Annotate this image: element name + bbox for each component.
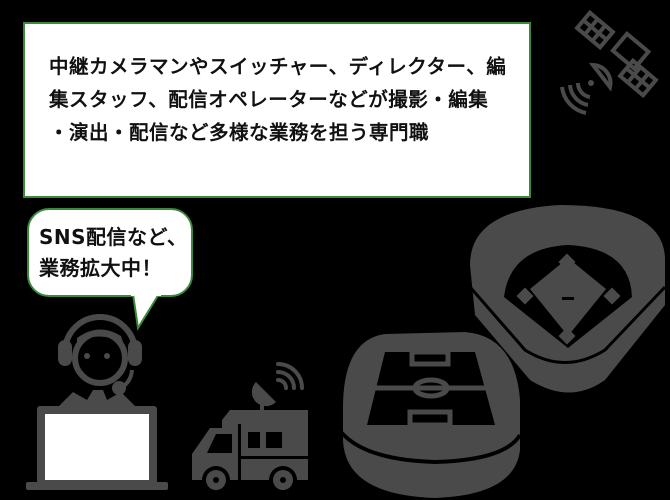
soccer-stadium-icon [339, 332, 522, 498]
bubble-line-2: 業務拡大中！ [39, 256, 162, 280]
broadcast-van-icon [192, 362, 308, 494]
info-line-3: ・演出・配信など多様な業務を担う専門職 [49, 121, 430, 144]
info-text: 中継カメラマンやスイッチャー、ディレクター、編 集スタッフ、配信オペレーターなど… [49, 50, 519, 149]
satellite-icon [560, 9, 659, 115]
speech-bubble: SNS配信など、 業務拡大中！ [27, 208, 193, 297]
info-line-2: 集スタッフ、配信オペレーターなどが撮影・編集 [49, 88, 489, 111]
headset-operator-icon [57, 314, 142, 408]
bubble-line-1: SNS配信など、 [39, 225, 188, 249]
info-box: 中継カメラマンやスイッチャー、ディレクター、編 集スタッフ、配信オペレーターなど… [23, 22, 531, 198]
baseball-stadium-icon [468, 205, 667, 393]
info-line-1: 中継カメラマンやスイッチャー、ディレクター、編 [49, 55, 507, 78]
laptop-icon [26, 406, 168, 490]
speech-bubble-tail [131, 290, 161, 331]
bubble-text: SNS配信など、 業務拡大中！ [39, 222, 188, 284]
